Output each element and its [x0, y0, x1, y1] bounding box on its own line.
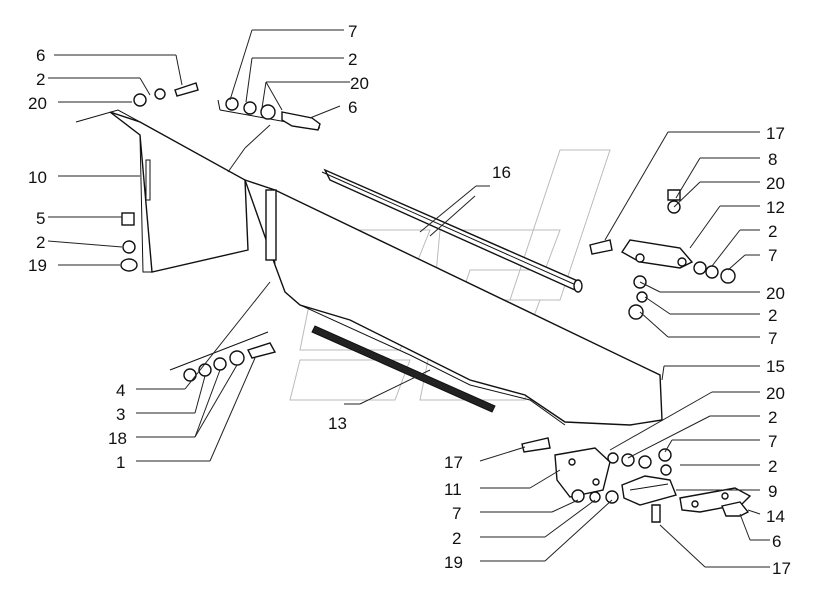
callout-17: 17: [772, 559, 791, 578]
bracket-11: [521, 437, 672, 504]
callout-6: 6: [36, 46, 45, 65]
callout-15: 15: [766, 357, 785, 376]
callout-9: 9: [768, 482, 777, 501]
callout-7: 7: [768, 432, 777, 451]
fasteners-top-left: [120, 82, 199, 272]
fasteners-top-middle: [217, 97, 321, 131]
bracket-plate-10: [75, 109, 249, 273]
bracket-12: [589, 189, 736, 320]
callout-2: 2: [36, 70, 45, 89]
callout-3: 3: [116, 405, 125, 424]
fasteners-bottom-left: [169, 331, 277, 382]
plate-14: [651, 487, 752, 523]
callout-5: 5: [36, 209, 45, 228]
callout-2: 2: [768, 457, 777, 476]
callout-20: 20: [28, 94, 47, 113]
callout-8: 8: [768, 150, 777, 169]
callout-10: 10: [28, 168, 47, 187]
callout-17: 17: [766, 124, 785, 143]
callout-20: 20: [766, 384, 785, 403]
main-panel-15: [243, 178, 663, 426]
callout-4: 4: [116, 381, 125, 400]
callout-2: 2: [768, 222, 777, 241]
callout-2: 2: [452, 529, 461, 548]
plate-9: [621, 475, 677, 506]
callout-7: 7: [768, 329, 777, 348]
round-bar-16: [321, 168, 583, 293]
callout-12: 12: [766, 198, 785, 217]
callout-18: 18: [108, 429, 127, 448]
callout-14: 14: [766, 507, 785, 526]
callout-11: 11: [444, 480, 462, 499]
callout-13: 13: [328, 414, 347, 433]
callout-2: 2: [768, 306, 777, 325]
threaded-rod-13: [311, 325, 496, 413]
callout-20: 20: [766, 174, 785, 193]
callout-labels: 6 2 20 10 5 2 19 7 2 20 6 16 17 8 20 12 …: [28, 22, 791, 578]
callout-20: 20: [350, 74, 369, 93]
callout-2: 2: [768, 408, 777, 427]
callout-20: 20: [766, 284, 785, 303]
leader-lines: [47, 29, 770, 568]
callout-6: 6: [772, 532, 781, 551]
callout-1: 1: [116, 453, 125, 472]
callout-2: 2: [36, 233, 45, 252]
callout-19: 19: [444, 553, 463, 572]
callout-2: 2: [348, 50, 357, 69]
callout-19: 19: [28, 256, 47, 275]
callout-7: 7: [452, 504, 461, 523]
callout-7: 7: [348, 22, 357, 41]
callout-16: 16: [492, 163, 511, 182]
callout-17: 17: [444, 453, 463, 472]
callout-7: 7: [768, 246, 777, 265]
callout-6: 6: [348, 98, 357, 117]
